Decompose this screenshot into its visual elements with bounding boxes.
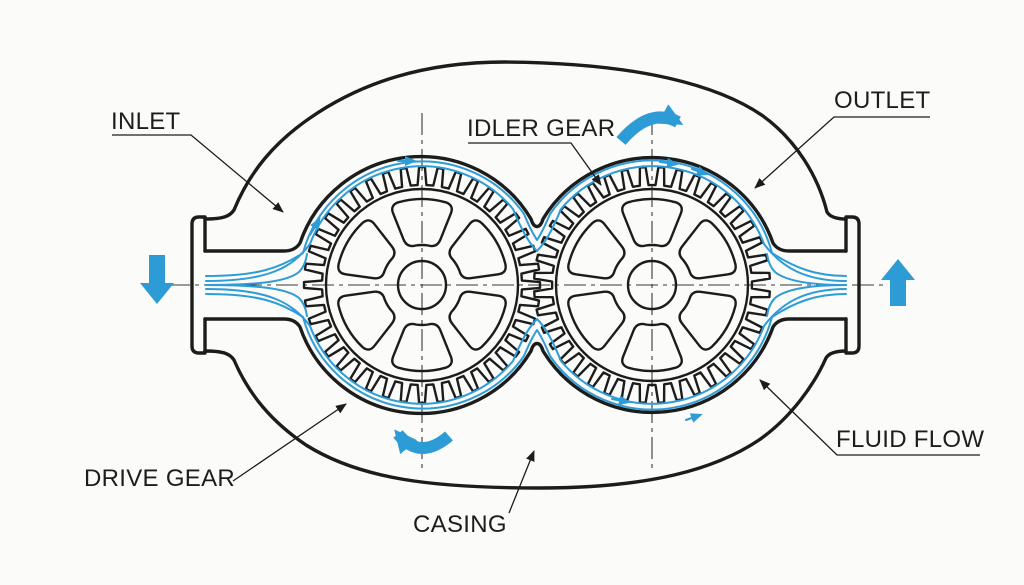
flow-arrowhead-upper-left <box>309 217 321 236</box>
gear-window <box>391 322 453 373</box>
idler-gear-leader <box>468 142 602 186</box>
idler-rotation-arrow-icon <box>616 104 684 146</box>
gear-window <box>337 290 396 351</box>
idler-gear <box>533 166 771 404</box>
inlet-down-arrow-icon <box>140 255 174 304</box>
gear-rim <box>554 187 750 383</box>
outlet-port-flange <box>844 215 861 355</box>
flow-line-inlet-hook-bottom <box>205 284 308 317</box>
chamber-wall-bottom <box>203 317 848 416</box>
inlet-label: INLET <box>111 108 181 135</box>
outlet-label: OUTLET <box>834 87 931 114</box>
drive-rotation-arrow-icon <box>393 429 453 455</box>
drive-gear-label: DRIVE GEAR <box>84 465 236 492</box>
gear-window <box>621 322 683 373</box>
outlet-up-arrow-icon <box>881 259 915 306</box>
inlet-leader <box>112 134 284 213</box>
gear-bore <box>396 259 448 311</box>
chamber-wall-top <box>203 154 848 253</box>
gear-window <box>567 290 626 351</box>
gear-window <box>678 290 737 351</box>
direction-arrows <box>140 104 915 455</box>
gear-window <box>621 197 683 248</box>
flow-line-outlet-hook-bottom <box>766 284 847 317</box>
flow-arrowhead-bottom-middle <box>611 395 631 406</box>
gear-window <box>448 219 507 280</box>
casing-leader <box>508 450 535 514</box>
casing-label: CASING <box>413 511 507 538</box>
gear-window <box>567 219 626 280</box>
flow-arrowhead-top-right <box>659 157 679 168</box>
flow-line-top-inner <box>205 165 847 282</box>
gear-bore <box>626 259 678 311</box>
leader-lines <box>112 116 980 514</box>
casing-body-bottom <box>203 349 848 490</box>
gear-window <box>448 290 507 351</box>
flow-line-outlet-hook-top <box>766 253 847 286</box>
fluid-flow-leader <box>759 379 980 456</box>
flow-arrowhead-bottom-right <box>685 413 703 423</box>
gear-window <box>678 219 737 280</box>
flow-arrowhead-top-right-2 <box>691 166 709 176</box>
idler-gear-label: IDLER GEAR <box>467 115 616 142</box>
inlet-port-flange <box>190 215 207 355</box>
gear-window <box>337 219 396 280</box>
gear-rim <box>324 187 520 383</box>
casing-body-top <box>203 60 848 221</box>
casing-outline <box>190 60 861 490</box>
flow-line-bottom-inner <box>205 288 847 405</box>
gear-window <box>391 197 453 248</box>
gear-teeth <box>533 166 771 404</box>
flow-line-inlet-hook-top <box>205 253 308 286</box>
drive-gear-leader <box>232 403 347 482</box>
fluid-flow-label: FLUID FLOW <box>836 426 985 453</box>
outlet-leader <box>754 116 930 189</box>
flow-line-bottom-outer <box>205 293 847 411</box>
fluid-flow-lines <box>205 156 847 423</box>
